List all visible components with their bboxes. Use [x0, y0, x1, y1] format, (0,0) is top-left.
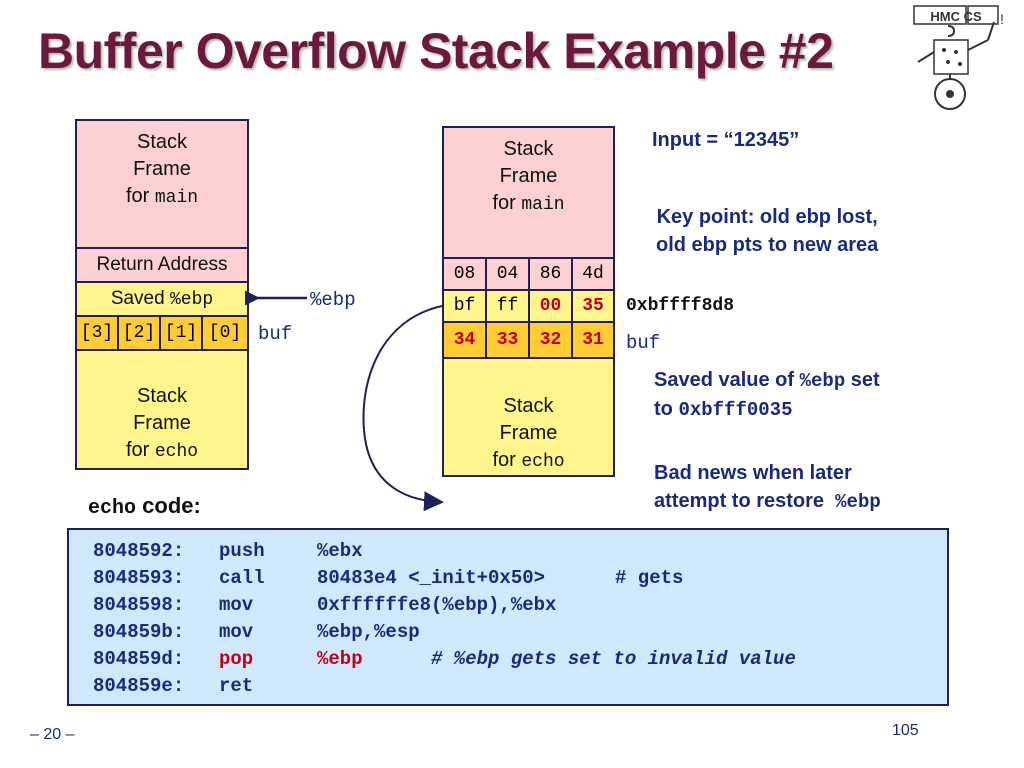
- bad-news-line1: Bad news when later: [654, 462, 852, 484]
- byte-cell-overwritten: 33: [487, 323, 530, 357]
- hmc-cs-logo: HMC CS !: [908, 2, 1020, 112]
- byte-cell: 04: [487, 259, 530, 289]
- left-echo-line1: Stack: [136, 385, 188, 407]
- buf-cell: [1]: [161, 317, 203, 349]
- saved-value-addr: 0xbfff0035: [678, 399, 793, 421]
- curved-arrow: [362, 305, 444, 512]
- byte-cell: 08: [444, 259, 487, 289]
- right-echo-name: echo: [521, 452, 565, 472]
- byte-cell-overwritten: 32: [530, 323, 573, 357]
- left-main-line1: Stack: [136, 131, 188, 153]
- left-main-frame: Stack Frame for main: [75, 119, 249, 249]
- return-address-label: Return Address: [96, 254, 228, 275]
- ebp-pointer-label: %ebp: [310, 289, 356, 311]
- left-echo-frame: Stack Frame for echo: [75, 349, 249, 470]
- left-main-for: for: [125, 185, 150, 207]
- key-point-line1: Key point: old ebp lost,: [656, 206, 878, 228]
- right-buf-row: 34 33 32 31: [442, 321, 615, 359]
- ebp-pointer-arrow: [245, 288, 307, 308]
- code-line: 804859b:mov%ebp,%esp: [93, 621, 420, 643]
- slide-number: 105: [892, 722, 919, 739]
- code-line: 804859d:pop%ebp# %ebp gets set to invali…: [93, 648, 796, 670]
- right-main-line2: Frame: [499, 165, 558, 187]
- left-return-address: Return Address: [75, 247, 249, 283]
- byte-cell-overwritten: 00: [530, 291, 573, 321]
- saved-ebp-reg: %ebp: [169, 290, 214, 310]
- page-title: Buffer Overflow Stack Example #2: [38, 23, 834, 79]
- saved-value-text1: Saved value of: [654, 369, 795, 391]
- right-echo-frame: Stack Frame for echo: [442, 357, 615, 477]
- buf-cell: [3]: [77, 317, 119, 349]
- byte-cell-overwritten: 35: [582, 296, 604, 316]
- bad-news-line2: attempt to restore: [654, 490, 825, 512]
- logo-text: HMC CS: [930, 9, 982, 24]
- right-main-for: for: [492, 192, 516, 214]
- byte-cell: 4d: [582, 264, 604, 284]
- bad-news-reg: %ebp: [835, 491, 881, 513]
- left-main-name: main: [154, 188, 199, 208]
- left-buf-label: buf: [258, 323, 293, 345]
- right-echo-line1: Stack: [503, 395, 554, 417]
- byte-cell-overwritten: 31: [582, 330, 604, 350]
- byte-cell: ff: [487, 291, 530, 321]
- code-line: 804859e:ret: [93, 675, 254, 697]
- code-caption-mono: echo: [88, 497, 137, 520]
- byte-cell-overwritten: 34: [444, 323, 487, 357]
- buf-cell: [0]: [208, 323, 242, 343]
- key-point-note: Key point: old ebp lost, old ebp pts to …: [656, 203, 878, 259]
- left-buf-row: [3] [2] [1] [0]: [75, 315, 249, 351]
- left-main-line2: Frame: [133, 158, 191, 180]
- byte-cell: bf: [444, 291, 487, 321]
- right-main-line1: Stack: [503, 138, 554, 160]
- left-echo-for: for: [125, 439, 150, 461]
- left-saved-ebp: Saved %ebp: [75, 281, 249, 317]
- right-ebp-row: bf ff 00 35: [442, 289, 615, 323]
- slide-page-label: – 20 –: [30, 726, 75, 743]
- left-echo-line2: Frame: [133, 412, 191, 434]
- buf-cell: [2]: [119, 317, 161, 349]
- left-echo-name: echo: [154, 442, 199, 462]
- right-main-name: main: [521, 195, 565, 215]
- bad-news-note: Bad news when later attempt to restore %…: [654, 459, 881, 516]
- input-value: “12345”: [723, 129, 800, 151]
- right-main-frame: Stack Frame for main: [442, 126, 615, 259]
- right-addr-label: 0xbffff8d8: [626, 296, 735, 316]
- saved-ebp-label: Saved: [110, 288, 165, 309]
- code-line: 8048592:push%ebx: [93, 540, 363, 562]
- saved-value-note: Saved value of %ebp set to 0xbfff0035: [654, 366, 880, 424]
- code-caption: echo code:: [88, 493, 201, 520]
- saved-value-to: to: [654, 398, 673, 420]
- saved-value-text2: set: [850, 369, 880, 391]
- right-echo-for: for: [492, 449, 516, 471]
- right-buf-label: buf: [626, 332, 661, 354]
- right-return-row: 08 04 86 4d: [442, 257, 615, 291]
- right-echo-line2: Frame: [499, 422, 558, 444]
- input-note: Input = “12345”: [652, 126, 799, 154]
- byte-cell: 86: [530, 259, 573, 289]
- robot-icon: HMC CS !: [913, 5, 1004, 110]
- code-caption-text: code:: [142, 493, 201, 518]
- saved-value-reg: %ebp: [799, 370, 846, 392]
- svg-text:!: !: [1000, 11, 1004, 27]
- key-point-line2: old ebp pts to new area: [656, 234, 879, 256]
- input-prefix: Input =: [652, 129, 724, 151]
